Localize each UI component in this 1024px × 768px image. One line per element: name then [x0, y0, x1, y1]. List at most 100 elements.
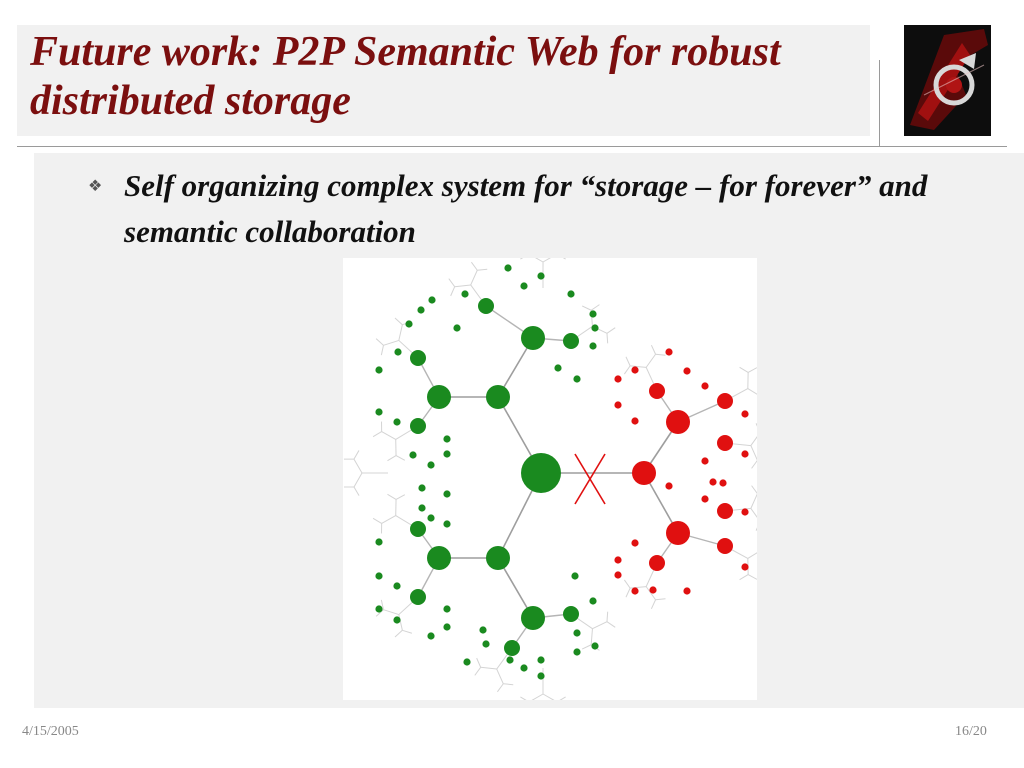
- network-node: [393, 616, 401, 624]
- network-link: [520, 696, 530, 703]
- network-link: [751, 485, 758, 494]
- network-node: [665, 348, 673, 356]
- diamond-bullet-icon: ❖: [88, 178, 103, 195]
- header-vertical-divider: [879, 60, 880, 146]
- network-node: [375, 408, 383, 416]
- network-node: [453, 324, 461, 332]
- network-link: [606, 621, 616, 628]
- network-node: [486, 385, 510, 409]
- network-link: [395, 455, 406, 461]
- network-link: [381, 431, 396, 440]
- network-node: [537, 672, 545, 680]
- network-node: [443, 605, 451, 613]
- network-link: [394, 317, 403, 326]
- header-horizontal-divider: [17, 146, 1007, 147]
- network-node: [504, 640, 520, 656]
- network-node: [591, 324, 599, 332]
- network-node: [649, 383, 665, 399]
- network-node: [537, 656, 545, 664]
- network-link: [542, 693, 558, 703]
- network-link: [581, 644, 592, 650]
- network-node: [701, 382, 709, 390]
- network-node: [375, 366, 383, 374]
- network-link: [556, 253, 566, 260]
- network-node: [554, 364, 562, 372]
- network-node: [375, 605, 383, 613]
- network-node: [393, 418, 401, 426]
- network-link: [645, 586, 656, 601]
- red-x-mark: [574, 453, 606, 505]
- network-link: [623, 579, 631, 589]
- network-node: [443, 623, 451, 631]
- network-node: [427, 461, 435, 469]
- network-link: [750, 445, 758, 461]
- network-link: [528, 693, 544, 703]
- bullet-text: Self organizing complex system for “stor…: [124, 168, 928, 249]
- network-node: [614, 375, 622, 383]
- network-link: [353, 450, 360, 460]
- slide-title: Future work: P2P Semantic Web for robust…: [30, 29, 781, 124]
- network-node: [632, 461, 656, 485]
- network-link: [474, 666, 482, 676]
- network-node: [461, 290, 469, 298]
- network-link: [747, 574, 758, 580]
- network-node: [443, 490, 451, 498]
- network-link: [402, 629, 413, 634]
- network-link: [383, 609, 399, 616]
- network-link: [380, 599, 384, 610]
- network-node: [427, 385, 451, 409]
- network-node: [482, 640, 490, 648]
- network-node: [394, 348, 402, 356]
- network-node: [463, 658, 471, 666]
- network-link: [590, 628, 593, 645]
- network-node: [486, 546, 510, 570]
- network-node: [427, 632, 435, 640]
- network-link: [592, 621, 608, 630]
- network-link: [381, 515, 396, 524]
- network-node: [428, 296, 436, 304]
- network-node: [443, 435, 451, 443]
- network-link: [353, 486, 360, 496]
- network-node: [614, 556, 622, 564]
- network-node: [520, 282, 528, 290]
- network-link: [755, 521, 761, 531]
- p2p-network-diagram: [343, 243, 771, 713]
- network-node: [741, 450, 749, 458]
- network-link: [630, 586, 647, 589]
- network-node: [563, 606, 579, 622]
- network-node: [478, 298, 494, 314]
- network-link: [375, 338, 384, 346]
- network-link: [739, 366, 749, 373]
- network-node: [666, 521, 690, 545]
- network-link: [450, 286, 456, 297]
- network-node: [649, 586, 657, 594]
- network-link: [503, 683, 514, 686]
- network-node: [375, 572, 383, 580]
- network-node: [666, 410, 690, 434]
- network-node: [537, 272, 545, 280]
- network-node: [573, 629, 581, 637]
- network-link: [750, 508, 761, 522]
- network-link: [747, 388, 762, 398]
- network-node: [573, 648, 581, 656]
- network-node: [375, 538, 383, 546]
- network-link: [739, 574, 749, 581]
- network-node: [741, 410, 749, 418]
- network-node: [741, 508, 749, 516]
- network-node: [443, 450, 451, 458]
- network-link: [398, 324, 403, 341]
- network-node: [410, 521, 426, 537]
- network-link: [520, 253, 530, 260]
- network-node: [719, 479, 727, 487]
- network-link: [623, 365, 631, 375]
- network-node: [405, 320, 413, 328]
- network-node: [427, 546, 451, 570]
- network-node: [631, 366, 639, 374]
- network-node: [614, 401, 622, 409]
- network-link: [581, 305, 592, 311]
- network-link: [470, 270, 478, 286]
- network-node: [567, 290, 575, 298]
- network-link: [747, 549, 762, 559]
- network-node: [591, 642, 599, 650]
- network-node: [506, 656, 514, 664]
